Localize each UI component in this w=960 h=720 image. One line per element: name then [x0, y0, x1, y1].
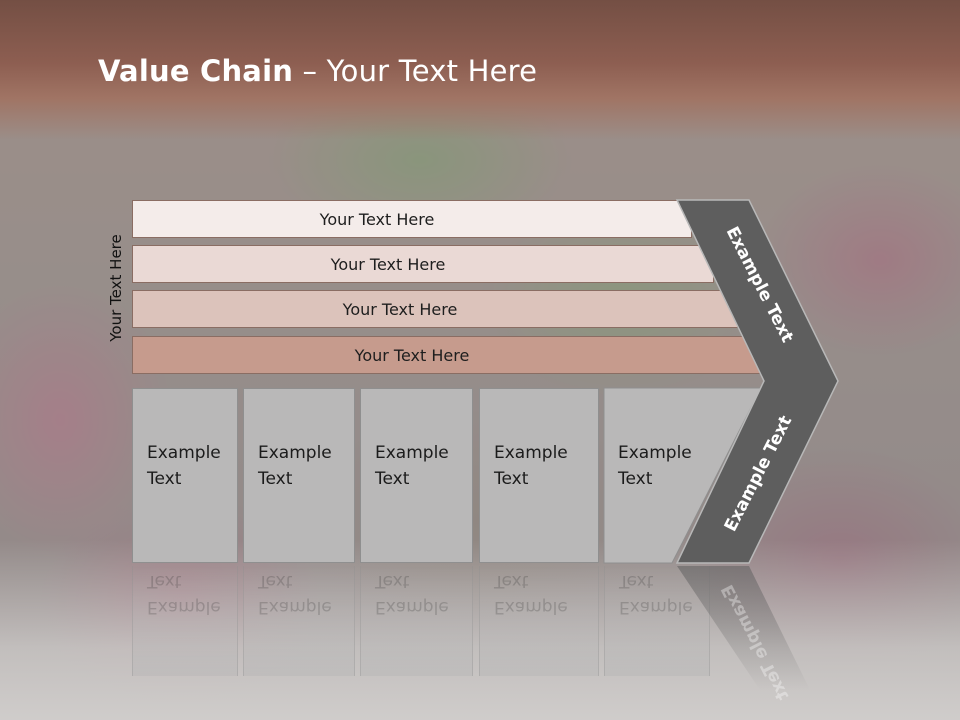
column-1-line1: Example: [147, 443, 221, 463]
title-rest: – Your Text Here: [293, 54, 538, 88]
column-2-line2: Text: [258, 469, 293, 489]
column-2[interactable]: Example Text: [243, 388, 355, 563]
column-4-line1: Example: [494, 443, 568, 463]
column-5-line1: Example: [618, 443, 692, 463]
column-5-shape[interactable]: [603, 387, 762, 564]
column-1-line2: Text: [147, 469, 182, 489]
bar-2[interactable]: Your Text Here: [132, 245, 714, 283]
column-2-line1: Example: [258, 443, 332, 463]
bar-1-label: Your Text Here: [319, 209, 435, 229]
column-4-line2: Text: [494, 469, 529, 489]
bar-2-label: Your Text Here: [330, 254, 446, 274]
title-bold: Value Chain: [98, 54, 294, 88]
bar-4-label: Your Text Here: [354, 345, 470, 365]
chevron-reflection: [677, 566, 810, 690]
column-5-line2: Text: [617, 469, 653, 489]
column-3-line1: Example: [375, 443, 449, 463]
header-band: [0, 0, 960, 140]
column-1[interactable]: Example Text: [132, 388, 238, 563]
column-3-line2: Text: [375, 469, 410, 489]
slide-title[interactable]: Value Chain – Your Text Here: [98, 54, 537, 88]
column-4[interactable]: Example Text: [479, 388, 599, 563]
chevron-arrow[interactable]: [675, 199, 839, 564]
bar-1[interactable]: Your Text Here: [132, 200, 692, 238]
bar-3[interactable]: Your Text Here: [132, 290, 738, 328]
column-3[interactable]: Example Text: [360, 388, 473, 563]
bar-4[interactable]: Your Text Here: [132, 336, 762, 374]
bar-3-label: Your Text Here: [342, 299, 458, 319]
